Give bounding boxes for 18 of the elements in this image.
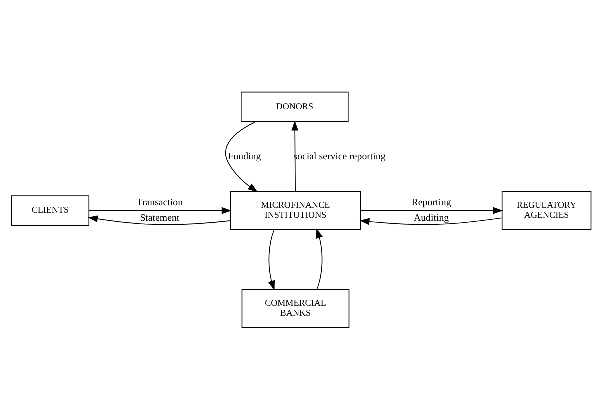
node-box: CLIENTS xyxy=(11,195,90,226)
edge-label: Auditing xyxy=(414,212,450,224)
node-box: COMMERCIAL BANKS xyxy=(242,288,350,328)
edge-label: Transaction xyxy=(136,197,184,208)
node-box: REGULATORY AGENCIES xyxy=(502,190,592,230)
arrow xyxy=(268,228,275,290)
arrow xyxy=(225,121,258,192)
node-box: MICROFINANCE INSTITUTIONS xyxy=(230,190,362,230)
arrow xyxy=(316,228,323,290)
edge-label: Reporting xyxy=(412,197,452,208)
node-box: DONORS xyxy=(241,91,349,122)
arrow xyxy=(88,215,231,225)
arrow xyxy=(292,120,299,192)
arrow xyxy=(88,206,232,214)
arrow xyxy=(360,206,504,214)
arrow xyxy=(360,217,503,225)
edge-label: Funding xyxy=(228,150,262,162)
edge-label: Statement xyxy=(140,212,180,224)
